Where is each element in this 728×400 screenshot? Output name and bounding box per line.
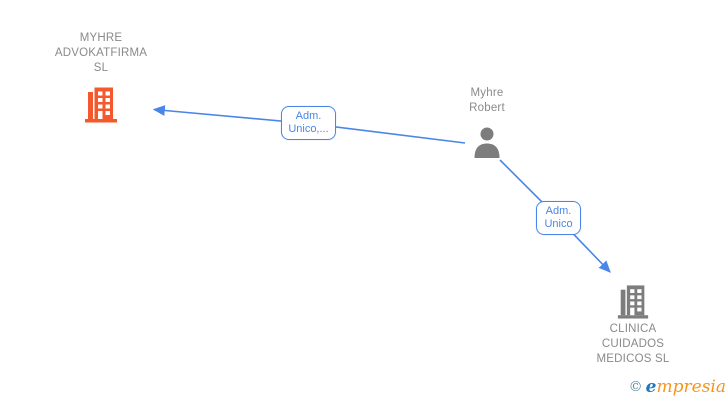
brand-name: mpresia — [656, 377, 727, 397]
edge-label-line1: Adm. — [545, 204, 572, 217]
brand-initial: e — [645, 377, 657, 397]
copyright-icon: © — [628, 379, 643, 395]
edge-label-line2: Unico — [544, 218, 573, 230]
company-a-name-line1: MYHRE — [79, 32, 123, 44]
company-a-name-line2: ADVOKATFIRMA — [54, 47, 148, 59]
company-a-name-line3: SL — [93, 62, 109, 74]
company-a-name: MYHRE ADVOKATFIRMA SL — [11, 31, 191, 76]
edge-label-line1: Adm. — [295, 109, 322, 122]
edge-label-adm-unico-company-b[interactable]: Adm. Unico — [536, 201, 581, 235]
company-b-name-line1: CLINICA — [609, 323, 657, 335]
company-b-name: CLINICA CUIDADOS MEDICOS SL — [543, 322, 723, 367]
edge-label-adm-unico-company-a[interactable]: Adm. Unico,... — [281, 106, 336, 140]
building-icon — [84, 86, 118, 128]
person-name-line1: Myhre — [470, 87, 504, 99]
person-name: Myhre Robert — [427, 86, 547, 116]
edge-label-line2: Unico,... — [288, 123, 329, 135]
person-name-line2: Robert — [469, 102, 505, 114]
person-icon — [473, 127, 501, 163]
empresia-logo[interactable]: ©empresia — [629, 376, 726, 398]
company-b-name-line2: CUIDADOS — [601, 338, 665, 350]
company-b-name-line3: MEDICOS SL — [596, 353, 670, 365]
building-icon — [616, 284, 650, 324]
